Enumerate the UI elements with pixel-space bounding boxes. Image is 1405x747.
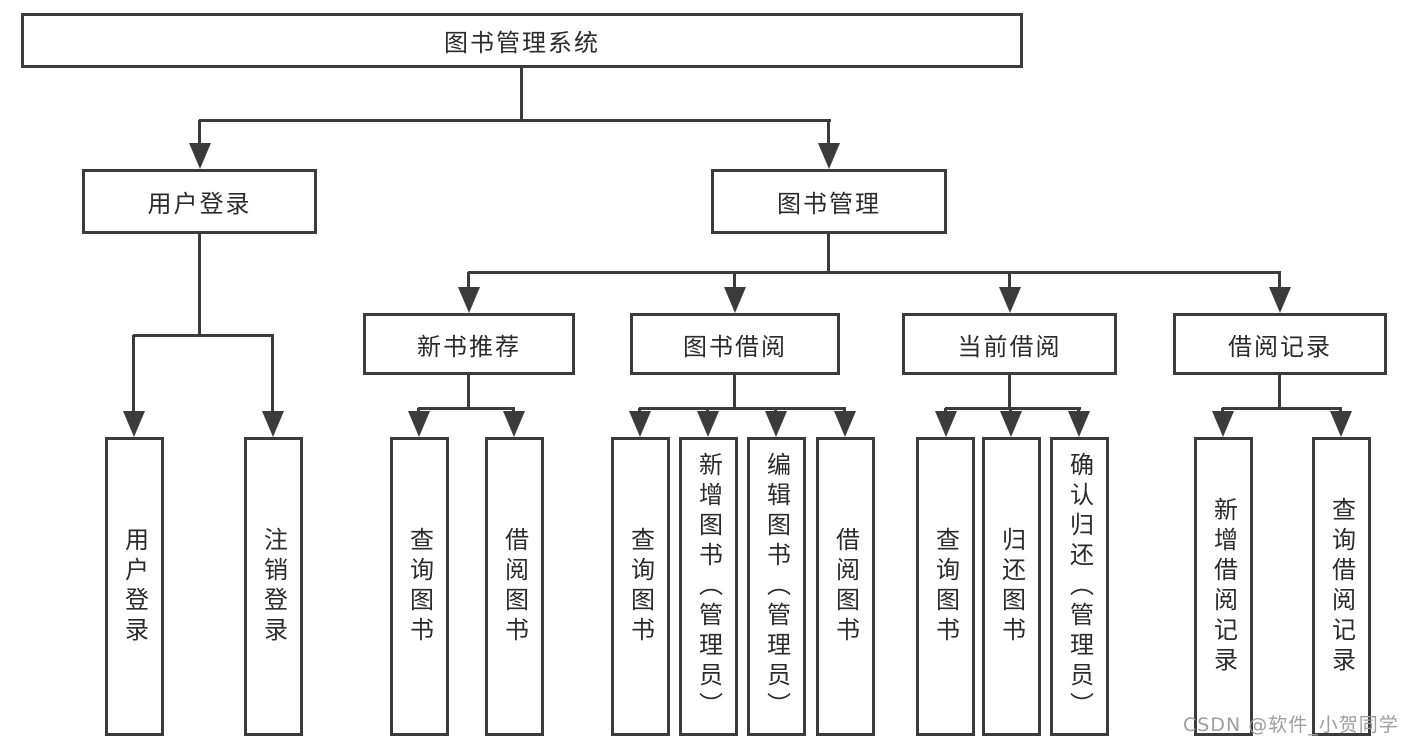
connector-hline bbox=[199, 119, 831, 122]
connector-vline bbox=[467, 272, 470, 290]
leaf-add-book-admin: 新增图书（管理员） bbox=[679, 437, 738, 736]
connector-vline bbox=[132, 335, 135, 413]
leaf-query-borrow-record: 查询借阅记录 bbox=[1312, 437, 1371, 736]
leaf-label: 新增图书（管理员） bbox=[694, 451, 723, 722]
connector-vline bbox=[1008, 375, 1011, 410]
leaf-label: 注销登录 bbox=[259, 526, 288, 647]
connector-hline bbox=[418, 407, 515, 410]
leaf-label: 借阅图书 bbox=[831, 526, 860, 647]
arrowhead-icon bbox=[724, 287, 746, 313]
leaf-label: 查询借阅记录 bbox=[1327, 496, 1356, 677]
arrowhead-icon bbox=[503, 411, 525, 437]
leaf-logout: 注销登录 bbox=[244, 437, 303, 736]
node-book-management: 图书管理 bbox=[711, 169, 947, 234]
arrowhead-icon bbox=[262, 411, 284, 437]
arrowhead-icon bbox=[765, 411, 787, 437]
connector-vline bbox=[271, 335, 274, 413]
node-user-login: 用户登录 bbox=[82, 169, 317, 234]
connector-hline bbox=[1222, 407, 1342, 410]
leaf-query-books-3: 查询图书 bbox=[916, 437, 975, 736]
node-root: 图书管理系统 bbox=[21, 13, 1023, 68]
leaf-confirm-return-admin: 确认归还（管理员） bbox=[1050, 437, 1109, 736]
node-borrow-records: 借阅记录 bbox=[1173, 313, 1387, 375]
arrowhead-icon bbox=[1068, 411, 1090, 437]
connector-vline bbox=[467, 375, 470, 410]
arrowhead-icon bbox=[1330, 411, 1352, 437]
arrowhead-icon bbox=[123, 411, 145, 437]
connector-vline bbox=[827, 234, 830, 274]
connector-vline bbox=[1278, 375, 1281, 410]
arrowhead-icon bbox=[1000, 411, 1022, 437]
leaf-edit-book-admin: 编辑图书（管理员） bbox=[747, 437, 806, 736]
arrowhead-icon bbox=[629, 411, 651, 437]
leaf-label: 用户登录 bbox=[120, 526, 149, 647]
connector-hline bbox=[468, 271, 1281, 274]
node-current-borrow: 当前借阅 bbox=[902, 313, 1117, 375]
leaf-query-books-2: 查询图书 bbox=[611, 437, 670, 736]
leaf-borrow-books-2: 借阅图书 bbox=[816, 437, 875, 736]
leaf-label: 归还图书 bbox=[997, 526, 1026, 647]
connector-vline bbox=[733, 375, 736, 410]
arrowhead-icon bbox=[408, 411, 430, 437]
node-new-book-recommend: 新书推荐 bbox=[363, 313, 575, 375]
leaf-label: 查询图书 bbox=[405, 526, 434, 647]
arrowhead-icon bbox=[935, 411, 957, 437]
arrowhead-icon bbox=[697, 411, 719, 437]
arrowhead-icon bbox=[999, 287, 1021, 313]
leaf-label: 查询图书 bbox=[931, 526, 960, 647]
node-book-borrow: 图书借阅 bbox=[630, 313, 840, 375]
connector-hline bbox=[945, 407, 1081, 410]
leaf-add-borrow-record: 新增借阅记录 bbox=[1194, 437, 1253, 736]
connector-vline bbox=[198, 120, 201, 148]
arrowhead-icon bbox=[834, 411, 856, 437]
leaf-label: 借阅图书 bbox=[500, 526, 529, 647]
connector-hline bbox=[639, 407, 846, 410]
arrowhead-icon bbox=[1269, 287, 1291, 313]
arrowhead-icon bbox=[1212, 411, 1234, 437]
connector-vline bbox=[827, 120, 830, 148]
connector-vline bbox=[1008, 272, 1011, 290]
connector-vline bbox=[198, 234, 201, 337]
leaf-borrow-books-1: 借阅图书 bbox=[485, 437, 544, 736]
connector-hline bbox=[133, 334, 274, 337]
leaf-label: 新增借阅记录 bbox=[1209, 496, 1238, 677]
connector-vline bbox=[520, 68, 523, 122]
connector-vline bbox=[733, 272, 736, 290]
leaf-user-login: 用户登录 bbox=[105, 437, 164, 736]
arrowhead-icon bbox=[458, 287, 480, 313]
leaf-label: 编辑图书（管理员） bbox=[762, 451, 791, 722]
leaf-label: 查询图书 bbox=[626, 526, 655, 647]
leaf-label: 确认归还（管理员） bbox=[1065, 451, 1094, 722]
connector-vline bbox=[1278, 272, 1281, 290]
leaf-return-books: 归还图书 bbox=[982, 437, 1041, 736]
watermark-text: CSDN @软件_小贺同学 bbox=[1183, 714, 1399, 736]
arrowhead-icon bbox=[818, 143, 840, 169]
leaf-query-books-1: 查询图书 bbox=[390, 437, 449, 736]
arrowhead-icon bbox=[189, 143, 211, 169]
